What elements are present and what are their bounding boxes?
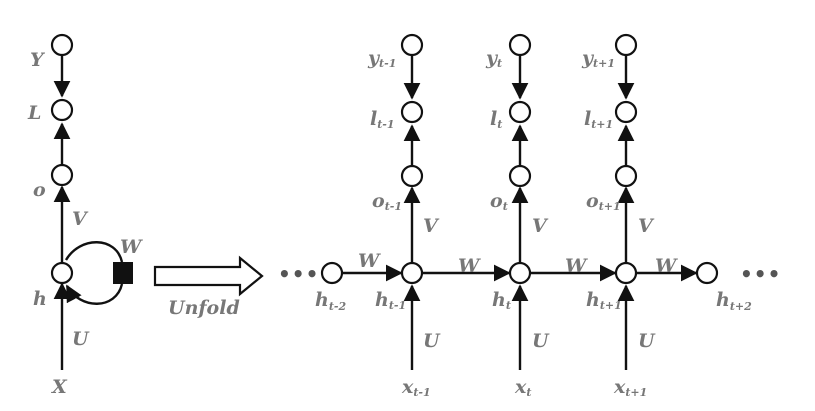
node-y <box>400 33 424 57</box>
label-X: X <box>51 376 68 398</box>
node-o <box>50 163 74 187</box>
label-L: L <box>27 102 41 124</box>
label-l: lt-1 <box>370 108 395 131</box>
node-o <box>614 164 638 188</box>
label-Y: Y <box>30 49 46 71</box>
label-w-in: W <box>358 250 381 272</box>
label-U: U <box>72 328 90 350</box>
ellipsis-right: ••• <box>740 262 781 286</box>
label-h: ht <box>492 289 511 312</box>
label-V: V <box>638 215 655 237</box>
label-y: yt-1 <box>367 47 396 70</box>
label-w-1: W <box>458 255 481 277</box>
label-o: ot-1 <box>372 190 402 213</box>
label-y: yt <box>485 47 502 70</box>
label-V: V <box>423 215 440 237</box>
label-h: h <box>33 288 47 310</box>
node-l <box>508 100 532 124</box>
column-t-plus-1: yt+1 lt+1 ot+1 V ht+1 U xt+1 <box>581 33 656 399</box>
node-y <box>508 33 532 57</box>
recurrent-loop-bottom <box>65 283 124 305</box>
label-o: o <box>33 179 46 201</box>
node-h <box>400 261 424 285</box>
label-U: U <box>423 330 441 352</box>
hollow-arrow-shape <box>153 255 264 297</box>
node-y <box>614 33 638 57</box>
node-h-t-minus-2 <box>320 261 344 285</box>
label-h-t-minus-2: ht-2 <box>315 289 346 313</box>
label-h: ht+1 <box>586 289 622 312</box>
label-x: xt <box>514 376 531 399</box>
node-h-t-plus-2 <box>695 261 719 285</box>
node-l <box>400 100 424 124</box>
label-h: ht-1 <box>375 289 406 312</box>
label-h-t-plus-2: ht+2 <box>716 289 752 313</box>
unfold-arrow: Unfold <box>153 255 264 319</box>
label-V: V <box>72 208 89 230</box>
node-o <box>400 164 424 188</box>
unfold-label: Unfold <box>168 297 240 319</box>
label-x: xt+1 <box>613 376 647 399</box>
label-x: xt-1 <box>401 376 431 399</box>
node-l <box>614 100 638 124</box>
label-o: ot <box>490 190 508 213</box>
label-W: W <box>120 236 143 258</box>
label-U: U <box>532 330 550 352</box>
label-w-out: W <box>655 255 678 277</box>
ellipsis-left: ••• <box>278 262 319 286</box>
label-V: V <box>532 215 549 237</box>
node-h <box>50 261 74 285</box>
column-t: yt lt ot V ht U xt <box>485 33 550 399</box>
label-y: yt+1 <box>581 47 615 70</box>
node-L <box>50 98 74 122</box>
label-o: ot+1 <box>586 190 621 213</box>
label-l: lt <box>490 108 502 131</box>
recurrent-loop-top <box>64 241 124 263</box>
label-l: lt+1 <box>584 108 613 131</box>
unfolded-rnn: ••• ••• ht-2 ht+2 W W W W yt-1 lt-1 ot-1 <box>278 33 781 399</box>
column-t-minus-1: yt-1 lt-1 ot-1 V ht-1 U xt-1 <box>367 33 441 399</box>
node-o <box>508 164 532 188</box>
node-h <box>614 261 638 285</box>
node-h <box>508 261 532 285</box>
delay-square <box>113 262 133 284</box>
label-w-2: W <box>565 255 588 277</box>
node-Y <box>50 33 74 57</box>
folded-rnn: Y L o V W h U X <box>27 33 143 398</box>
label-U: U <box>638 330 656 352</box>
